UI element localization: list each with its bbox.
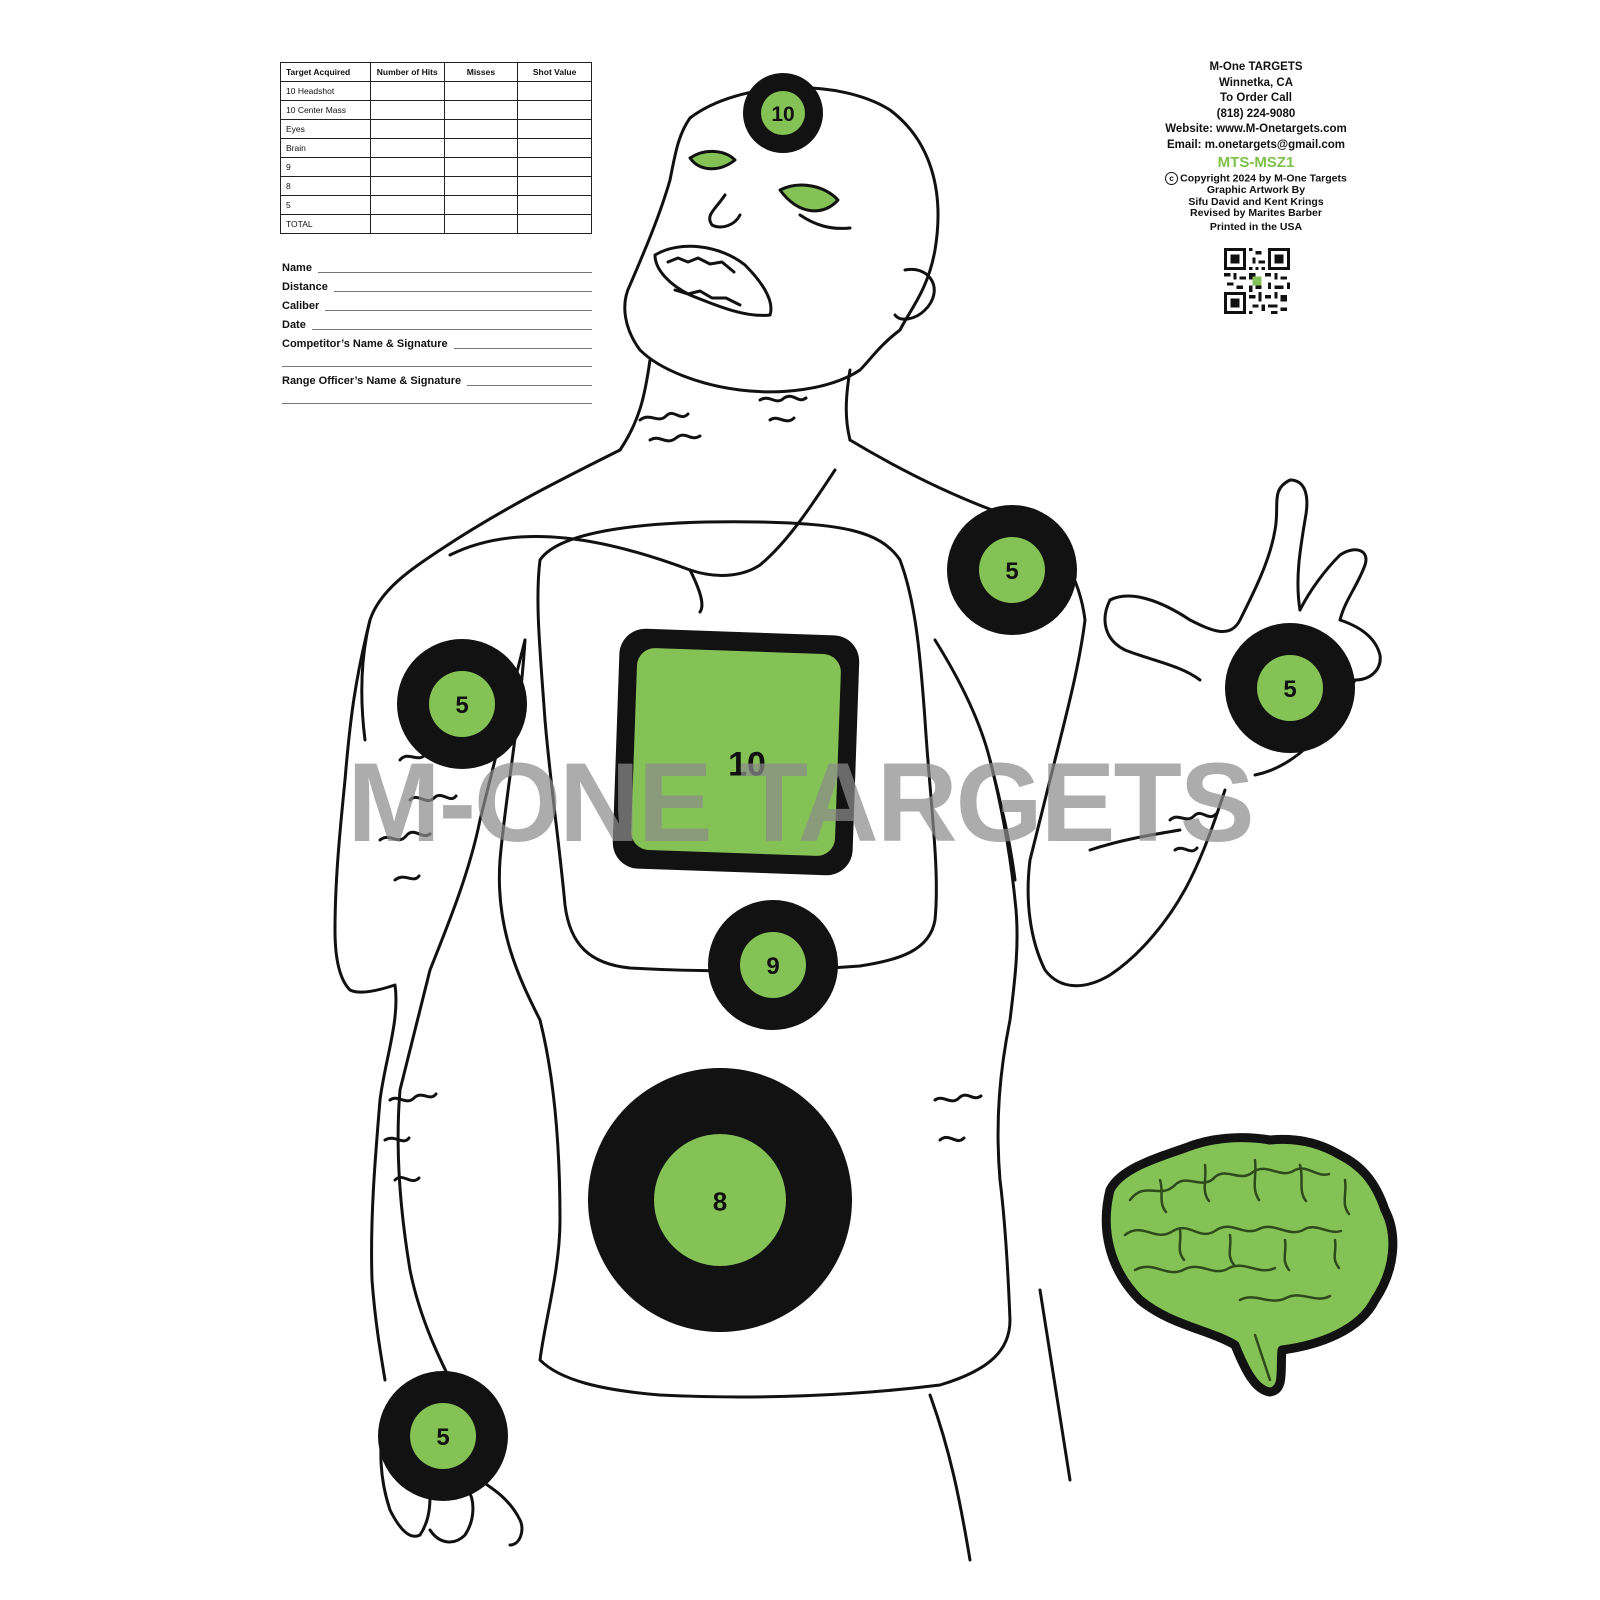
table-row: 10 Headshot [280, 81, 592, 101]
misses-cell[interactable] [443, 119, 519, 139]
table-row: 5 [280, 195, 592, 215]
hits-cell[interactable] [369, 119, 445, 139]
order-text: To Order Call [1220, 92, 1292, 104]
score-table: Target Acquired Number of Hits Misses Sh… [280, 62, 592, 234]
target-head[interactable] [743, 73, 823, 153]
header-target-acquired: Target Acquired [280, 62, 371, 82]
value-cell[interactable] [517, 157, 592, 177]
misses-cell[interactable] [443, 100, 519, 120]
misses-cell[interactable] [443, 214, 519, 234]
score-table-header: Target Acquired Number of Hits Misses Sh… [280, 62, 592, 82]
value-cell[interactable] [517, 119, 592, 139]
hits-cell[interactable] [369, 214, 445, 234]
target-hand-label: 5 [1283, 676, 1297, 703]
caliber-label: Caliber [282, 300, 326, 312]
value-cell[interactable] [517, 176, 592, 196]
target-center-mass-label: 10 [728, 745, 766, 784]
table-row: Brain [280, 138, 592, 158]
artists-credit: Sifu David and Kent Krings [1188, 195, 1324, 208]
hits-cell[interactable] [369, 81, 445, 101]
email-link[interactable]: Email: m.onetargets@gmail.com [1166, 138, 1345, 151]
target-abdomen[interactable] [708, 900, 838, 1030]
phone-number: (818) 224-9080 [1216, 107, 1296, 120]
target-shoulder-right[interactable] [947, 505, 1077, 635]
misses-cell[interactable] [443, 176, 519, 196]
hits-cell[interactable] [369, 100, 445, 120]
row-label: 10 Headshot [280, 81, 371, 101]
target-wrist[interactable] [378, 1371, 508, 1501]
range-officer-label: Range Officer’s Name & Signature [282, 375, 468, 387]
target-hand[interactable] [1225, 623, 1355, 753]
company-city: Winnetka, CA [1218, 76, 1293, 89]
hits-cell[interactable] [369, 195, 445, 215]
qr-code-icon[interactable] [1224, 248, 1290, 314]
misses-cell[interactable] [443, 138, 519, 158]
artwork-credit: Graphic Artwork By [1206, 184, 1306, 196]
value-cell[interactable] [517, 214, 592, 234]
target-head-label: 10 [771, 103, 795, 126]
row-label: 5 [280, 195, 371, 215]
watermark: M-ONE TARGETS [347, 740, 1254, 865]
value-cell[interactable] [517, 138, 592, 158]
row-label: 10 Center Mass [280, 100, 371, 120]
target-lower-label: 8 [712, 1186, 728, 1217]
misses-cell[interactable] [443, 195, 519, 215]
table-row: 8 [280, 176, 592, 196]
name-field[interactable]: Name [282, 258, 592, 277]
distance-label: Distance [282, 281, 334, 293]
target-wrist-label: 5 [436, 1424, 450, 1451]
date-label: Date [282, 319, 312, 331]
table-row: 9 [280, 157, 592, 177]
product-code: MTS-MSZ1 [1217, 154, 1295, 171]
header-shot-value: Shot Value [517, 62, 592, 82]
vendor-info: M-One TARGETS Winnetka, CA To Order Call… [1116, 60, 1396, 233]
row-label: 9 [280, 157, 371, 177]
website-link[interactable]: Website: www.M-Onetargets.com [1165, 123, 1347, 135]
competitor-signature-line[interactable] [282, 353, 592, 371]
target-shoulder-left[interactable] [397, 639, 527, 769]
value-cell[interactable] [517, 100, 592, 120]
value-cell[interactable] [517, 81, 592, 101]
caliber-field[interactable]: Caliber [282, 296, 592, 315]
table-row: TOTAL [280, 214, 592, 234]
date-field[interactable]: Date [282, 315, 592, 334]
misses-cell[interactable] [443, 81, 519, 101]
company-name: M-One TARGETS [1209, 61, 1303, 73]
value-cell[interactable] [517, 195, 592, 215]
copyright-icon: c [1165, 172, 1179, 185]
printed-in: Printed in the USA [1209, 220, 1303, 233]
copyright-text: Copyright 2024 by M-One Targets [1180, 172, 1347, 185]
brain-icon[interactable] [1101, 1133, 1398, 1397]
header-number-of-hits: Number of Hits [369, 62, 445, 82]
competitor-signature-field[interactable]: Competitor’s Name & Signature [282, 334, 592, 353]
name-label: Name [282, 262, 318, 274]
row-label: Brain [280, 138, 371, 158]
row-label: Eyes [280, 119, 371, 139]
table-row: 10 Center Mass [280, 100, 592, 120]
revised-credit: Revised by Marites Barber [1190, 207, 1322, 219]
header-misses: Misses [443, 62, 519, 82]
misses-cell[interactable] [443, 157, 519, 177]
row-label: TOTAL [280, 214, 371, 234]
hits-cell[interactable] [369, 157, 445, 177]
target-shoulder-left-label: 5 [455, 692, 469, 719]
competitor-label: Competitor’s Name & Signature [282, 338, 454, 350]
table-row: Eyes [280, 119, 592, 139]
range-officer-signature-line[interactable] [282, 390, 592, 408]
hits-cell[interactable] [369, 176, 445, 196]
range-officer-signature-field[interactable]: Range Officer’s Name & Signature [282, 371, 592, 390]
zombie-figure [333, 86, 1382, 1562]
target-abdomen-label: 9 [766, 953, 780, 980]
record-fields: Name Distance Caliber Date Competitor’s … [282, 258, 592, 408]
target-shoulder-right-label: 5 [1005, 558, 1019, 585]
row-label: 8 [280, 176, 371, 196]
hits-cell[interactable] [369, 138, 445, 158]
target-lower[interactable] [588, 1068, 852, 1332]
distance-field[interactable]: Distance [282, 277, 592, 296]
target-center-mass[interactable] [612, 628, 860, 876]
